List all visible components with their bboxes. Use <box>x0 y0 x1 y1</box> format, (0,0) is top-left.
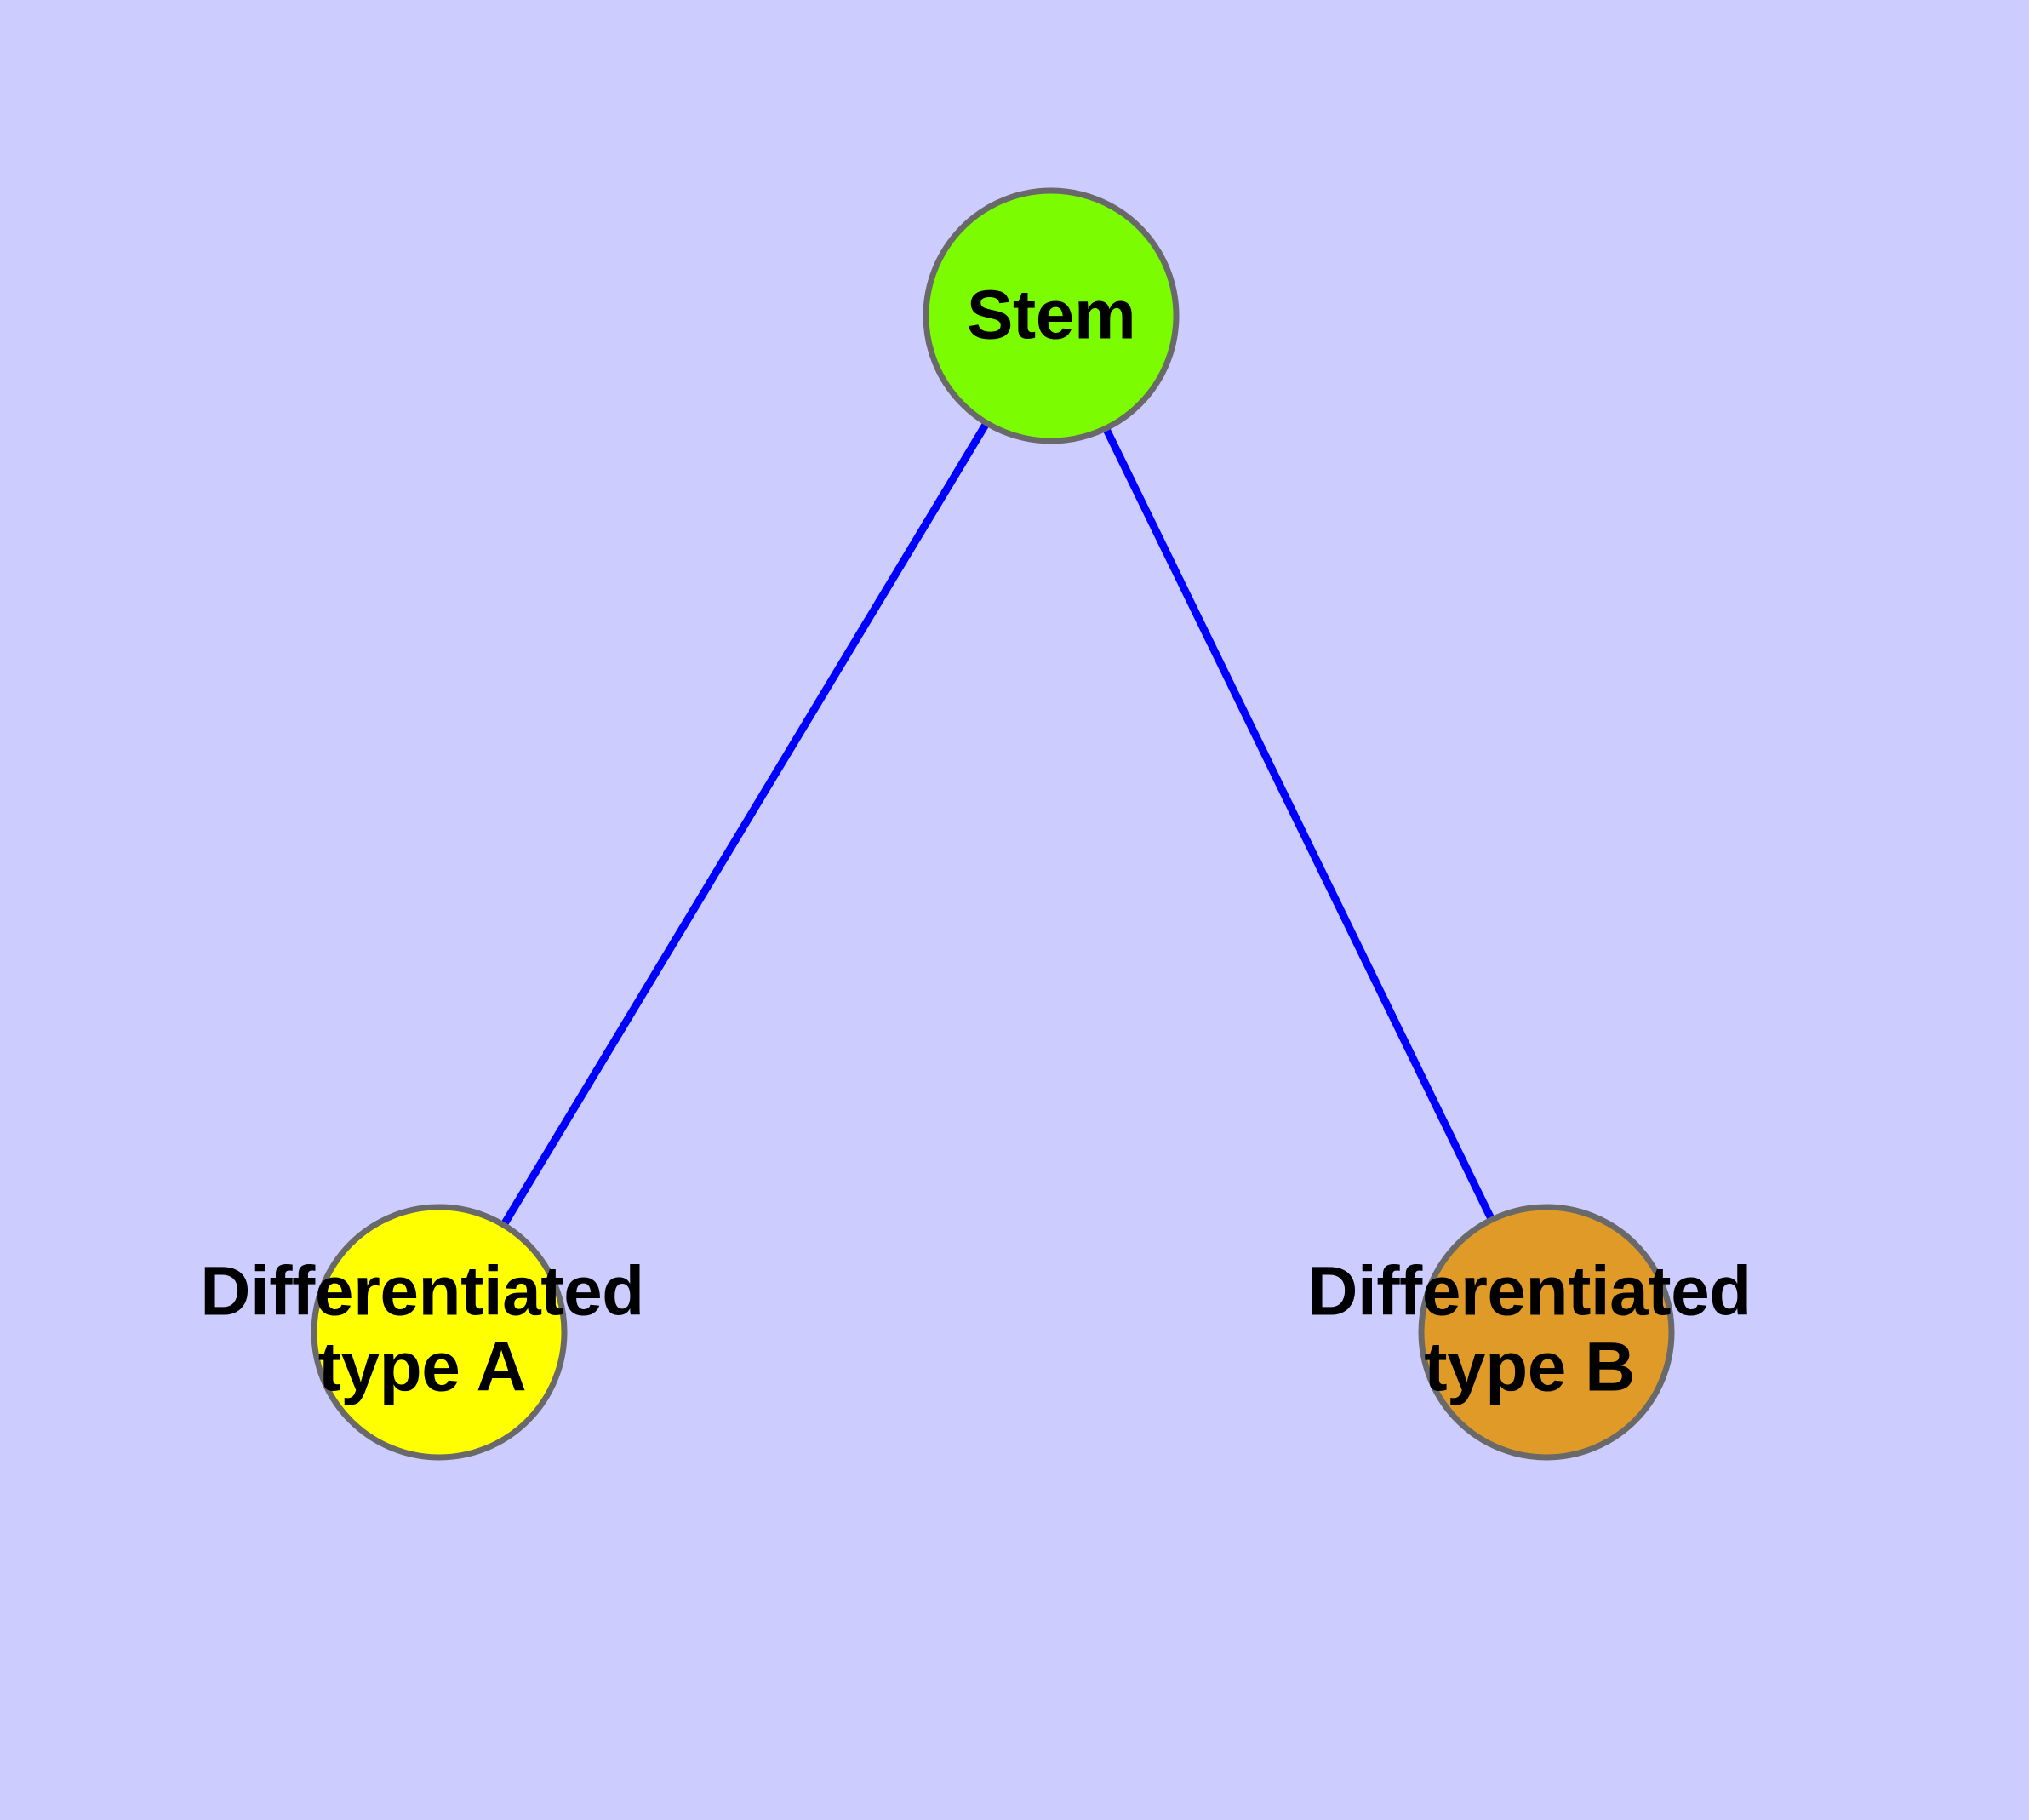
node-diff-a[interactable] <box>311 1204 568 1461</box>
edge-layer <box>498 418 1497 1230</box>
edge-stem-diff-b[interactable] <box>1100 423 1497 1225</box>
edge-stem-diff-a[interactable] <box>498 418 992 1230</box>
node-diff-b[interactable] <box>1418 1204 1675 1461</box>
node-layer <box>311 187 1675 1461</box>
node-stem[interactable] <box>923 187 1180 444</box>
